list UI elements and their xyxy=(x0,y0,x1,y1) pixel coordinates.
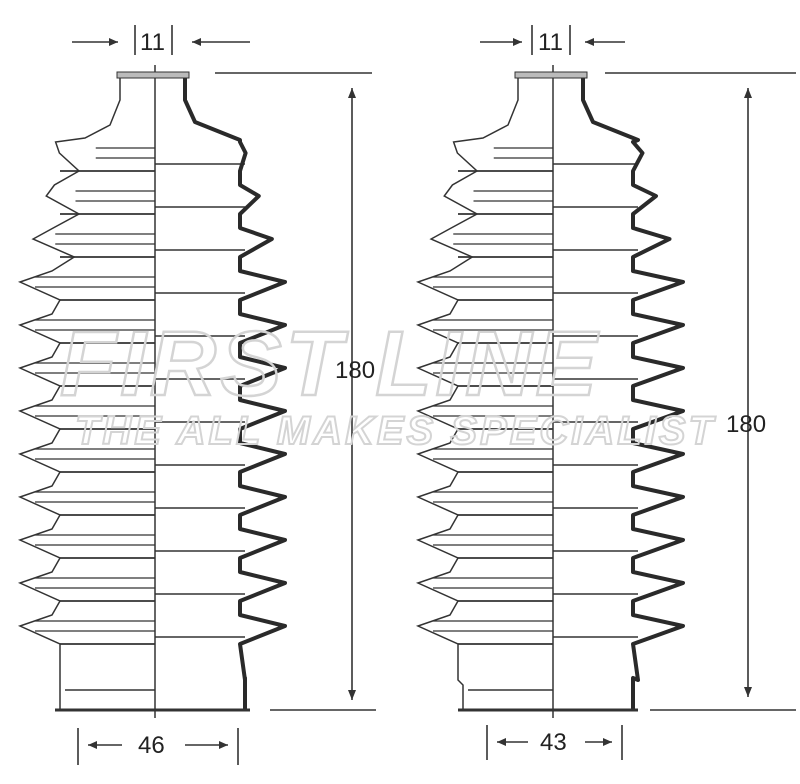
outer-diameter-label-left: 46 xyxy=(138,732,165,759)
inner-diameter-label-right: 11 xyxy=(538,29,563,56)
inner-diameter-label-left: 11 xyxy=(140,29,165,56)
outer-dim-arrow-head xyxy=(219,741,228,749)
top-flange xyxy=(116,71,190,79)
length-arrow-head xyxy=(348,690,356,700)
inner-dim-arrow-head xyxy=(513,38,522,46)
inner-dim-arrow-head xyxy=(585,38,594,46)
length-label-left: 180 xyxy=(335,357,375,384)
outer-dim-arrow-head xyxy=(88,741,97,749)
length-label-right: 180 xyxy=(726,411,766,438)
watermark: FIRST LINE THE ALL MAKES SPECIALIST xyxy=(59,312,716,454)
length-arrow-head xyxy=(744,687,752,697)
inner-dim-arrow-head xyxy=(192,38,201,46)
outer-diameter-label-right: 43 xyxy=(540,729,567,756)
boot-outline-right xyxy=(183,75,287,710)
boot-outline-right xyxy=(581,75,685,710)
boot xyxy=(415,65,685,718)
inner-dim-arrow-head xyxy=(109,38,118,46)
top-flange xyxy=(514,71,588,79)
boot-outline-left xyxy=(17,75,121,710)
length-arrow-head xyxy=(744,88,752,98)
outer-dim-arrow-head xyxy=(497,738,506,746)
outer-dim-arrow-head xyxy=(603,738,612,746)
watermark-tagline: THE ALL MAKES SPECIALIST xyxy=(75,409,716,453)
length-arrow-head xyxy=(348,88,356,98)
boot xyxy=(17,65,287,718)
boot-outline-left xyxy=(415,75,519,710)
watermark-brand: FIRST LINE xyxy=(60,313,601,415)
